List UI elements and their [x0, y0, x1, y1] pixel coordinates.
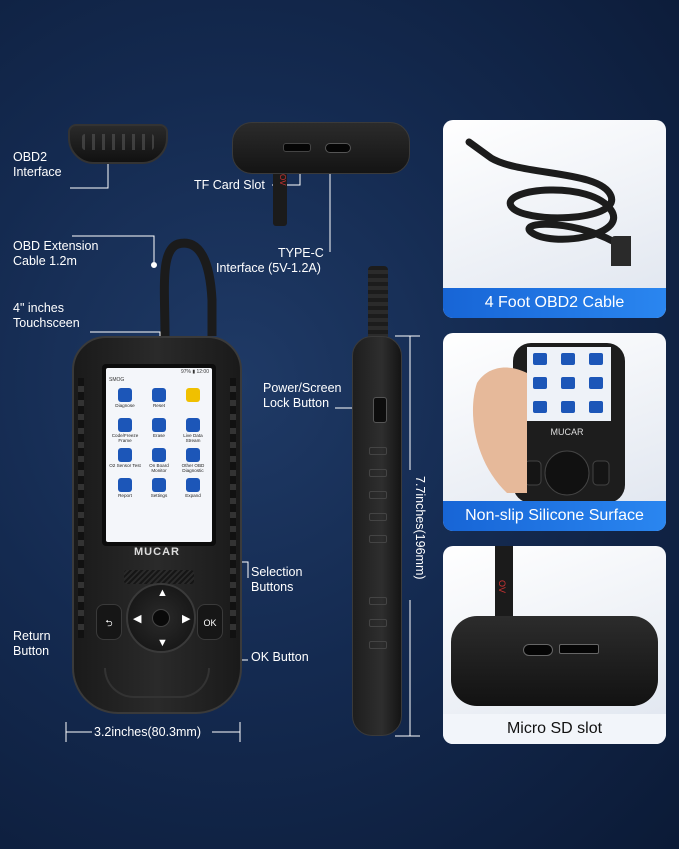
- coiled-cable-image: [465, 138, 631, 266]
- code-freeze-icon: [118, 418, 132, 432]
- left-arrow-icon[interactable]: ◀: [133, 613, 142, 625]
- height-dimension: 7.7inches(196mm): [413, 476, 427, 580]
- app-other-obd[interactable]: Other OBD Diagnostic: [177, 448, 209, 475]
- screen-status-bar: 97% ▮ 12:00: [180, 369, 209, 375]
- speaker-grille: [124, 570, 194, 584]
- app-new[interactable]: [177, 388, 209, 415]
- report-icon: [118, 478, 132, 492]
- sd-panel-device-image: [451, 616, 658, 706]
- app-code-freeze[interactable]: Code/Freeze Frame: [109, 418, 141, 445]
- panel-silicone-surface: MUCAR Non-slip Silicone Surface: [443, 333, 666, 531]
- other-obd-icon: [186, 448, 200, 462]
- app-reset[interactable]: Reset: [143, 388, 175, 415]
- app-o2-sensor[interactable]: O2 Sensor Test: [109, 448, 141, 475]
- up-arrow-icon[interactable]: ▲: [157, 587, 168, 599]
- app-expand[interactable]: Expand: [177, 478, 209, 505]
- new-icon: [186, 388, 200, 402]
- erase-icon: [152, 418, 166, 432]
- right-arrow-icon[interactable]: ▶: [182, 613, 191, 625]
- app-onboard-monitor[interactable]: On Board Monitor: [143, 448, 175, 475]
- app-erase[interactable]: Erase: [143, 418, 175, 445]
- caption-silicone-surface: Non-slip Silicone Surface: [443, 501, 666, 531]
- reset-icon: [152, 388, 166, 402]
- top-port-view-image: [232, 122, 410, 174]
- power-screen-lock-button[interactable]: [373, 397, 387, 423]
- return-button[interactable]: ⮌: [96, 604, 122, 640]
- onboard-monitor-icon: [152, 448, 166, 462]
- expand-icon: [186, 478, 200, 492]
- caption-micro-sd: Micro SD slot: [443, 714, 666, 744]
- caption-obd2-cable: 4 Foot OBD2 Cable: [443, 288, 666, 318]
- type-c-port: [325, 143, 351, 153]
- tf-card-slot-label: TF Card Slot: [194, 178, 265, 192]
- app-report[interactable]: Report: [109, 478, 141, 505]
- side-cable-image: [368, 266, 388, 342]
- ok-button[interactable]: OK: [197, 604, 223, 640]
- app-live-data[interactable]: Live Data Stream: [177, 418, 209, 445]
- usb-c-port: [523, 644, 553, 656]
- touchscreen[interactable]: 97% ▮ 12:00 SMOG Diagnose Reset Code/Fre…: [102, 364, 216, 546]
- obd2-connector-image: [68, 124, 168, 164]
- live-data-icon: [186, 418, 200, 432]
- diagnose-icon: [118, 388, 132, 402]
- settings-icon: [152, 478, 166, 492]
- app-settings[interactable]: Settings: [143, 478, 175, 505]
- micro-sd-port: [559, 644, 599, 654]
- app-diagnose[interactable]: Diagnose: [109, 388, 141, 415]
- down-arrow-icon[interactable]: ▼: [157, 637, 168, 649]
- brand-logo: MUCAR: [134, 546, 180, 558]
- tf-card-port: [283, 143, 311, 152]
- scanner-device-front: 97% ▮ 12:00 SMOG Diagnose Reset Code/Fre…: [72, 336, 242, 714]
- hand-holding-device-image: MUCAR: [472, 343, 625, 503]
- panel-micro-sd: Micro SD slot: [443, 546, 666, 744]
- ok-button-label: OK Button: [251, 650, 309, 664]
- width-dimension: 3.2inches(80.3mm): [94, 725, 201, 739]
- o2-sensor-icon: [118, 448, 132, 462]
- dpad-center[interactable]: [152, 609, 170, 627]
- selection-dpad[interactable]: ▲ ▼ ◀ ▶: [126, 583, 196, 653]
- screen-smog-label: SMOG: [109, 377, 125, 383]
- screen-app-grid: Diagnose Reset Code/Freeze Frame Erase L…: [106, 386, 212, 507]
- svg-text:MUCAR: MUCAR: [551, 427, 584, 437]
- panel-obd2-cable: 4 Foot OBD2 Cable: [443, 120, 666, 318]
- scanner-device-side: [352, 336, 402, 736]
